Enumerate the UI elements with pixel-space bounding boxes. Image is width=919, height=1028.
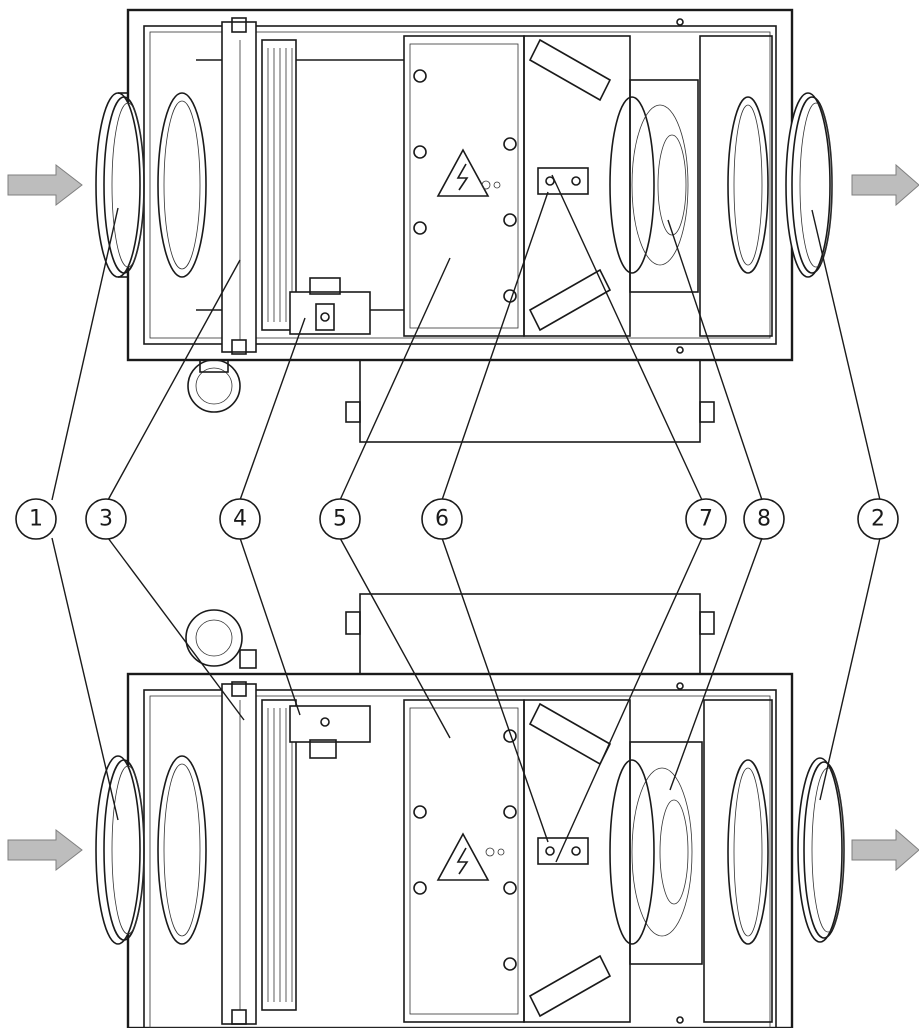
callout-8-label: 8 bbox=[757, 507, 771, 532]
callout-1: 1 bbox=[15, 498, 57, 540]
bottom-filter-frame bbox=[221, 681, 257, 1025]
callout-3-label: 3 bbox=[99, 507, 113, 532]
top-fan-section bbox=[523, 35, 699, 337]
bottom-inlet-duct-collar bbox=[95, 755, 145, 945]
top-electrical-box bbox=[187, 359, 715, 443]
bottom-filter-media bbox=[261, 699, 297, 1011]
top-unit bbox=[7, 8, 919, 443]
callout-1-label: 1 bbox=[29, 507, 43, 532]
callout-3: 3 bbox=[85, 498, 127, 540]
bottom-center-panel bbox=[403, 699, 525, 1023]
callout-7-label: 7 bbox=[699, 507, 713, 532]
bottom-unit bbox=[7, 593, 919, 1028]
callout-7: 7 bbox=[685, 498, 727, 540]
callout-6: 6 bbox=[421, 498, 463, 540]
top-heater-box bbox=[289, 277, 371, 335]
leader-lines bbox=[51, 174, 881, 863]
bottom-inlet-chamber bbox=[157, 755, 207, 945]
airflow-arrow-icon bbox=[851, 828, 919, 872]
callouts: 1 3 4 5 6 7 8 2 bbox=[15, 498, 899, 540]
top-filter-media bbox=[261, 39, 404, 331]
top-outlet-duct-collar bbox=[785, 92, 833, 278]
bottom-heater-box bbox=[289, 705, 371, 759]
airflow-arrow-icon bbox=[7, 828, 83, 872]
callout-8: 8 bbox=[743, 498, 785, 540]
top-center-panel bbox=[403, 35, 525, 337]
high-voltage-warning-icon bbox=[436, 832, 490, 881]
callout-2-label: 2 bbox=[871, 507, 885, 532]
callout-4-label: 4 bbox=[233, 507, 247, 532]
bottom-outlet-duct-collar bbox=[797, 757, 845, 943]
bottom-fan-section bbox=[523, 699, 703, 1023]
airflow-arrow-icon bbox=[7, 163, 83, 207]
bottom-electrical-box bbox=[185, 593, 715, 675]
top-filter-frame bbox=[221, 17, 257, 355]
top-inlet-duct-collar bbox=[95, 92, 145, 278]
bottom-outlet-chamber bbox=[703, 699, 773, 1023]
callout-5-label: 5 bbox=[333, 507, 347, 532]
high-voltage-warning-icon bbox=[436, 148, 490, 197]
callout-6-label: 6 bbox=[435, 507, 449, 532]
top-outlet-chamber bbox=[699, 35, 773, 337]
callout-5: 5 bbox=[319, 498, 361, 540]
airflow-arrow-icon bbox=[851, 163, 919, 207]
callout-4: 4 bbox=[219, 498, 261, 540]
callout-2: 2 bbox=[857, 498, 899, 540]
